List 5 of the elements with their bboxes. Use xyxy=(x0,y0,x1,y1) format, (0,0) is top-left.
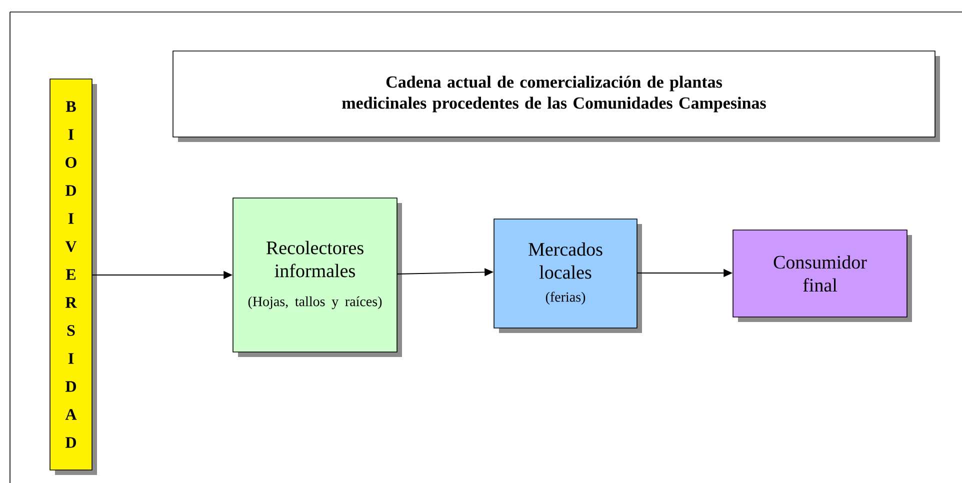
process-box: Mercados locales (ferias) xyxy=(494,218,642,333)
process-box: Recolectores informales (Hojas, tallos y raíces) xyxy=(232,198,402,357)
title-box: Cadena actual de comercialización de plantas medicinales procedentes de las Comunidades Campesinas xyxy=(172,50,940,142)
label-bar: BIODIVERSIDAD xyxy=(50,78,97,475)
process-box: Consumidor final xyxy=(732,230,912,322)
